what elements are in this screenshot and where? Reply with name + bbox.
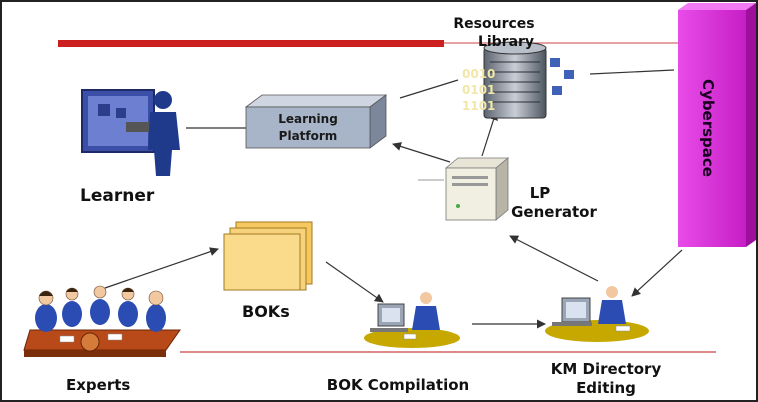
resources-library-server-icon: 0010 0101 1101 bbox=[462, 41, 574, 119]
boks-label: BOKs bbox=[242, 302, 290, 321]
learning-platform-label-line1: Learning bbox=[278, 112, 338, 126]
library-cyberspace-line bbox=[589, 69, 675, 75]
experts-label: Experts bbox=[66, 376, 130, 394]
resources-library-label-line1: Resources bbox=[453, 16, 534, 32]
learning-platform-box: Learning Platform bbox=[244, 94, 388, 149]
top-red-line bbox=[58, 40, 680, 47]
cyberspace-to-km-arrow bbox=[631, 249, 683, 297]
bok-compilation-label: BOK Compilation bbox=[327, 376, 469, 394]
bok-compilation-workstation-icon bbox=[364, 292, 460, 348]
km-directory-workstation-icon bbox=[545, 286, 649, 342]
generator-to-library-arrow bbox=[481, 111, 498, 157]
km-directory-label-line2: Editing bbox=[576, 379, 636, 397]
cyberspace-label: Cyberspace bbox=[699, 79, 717, 177]
boks-documents-icon bbox=[223, 221, 313, 291]
learning-platform-label-line2: Platform bbox=[279, 129, 338, 143]
binary-line-3: 1101 bbox=[462, 99, 495, 113]
learner-label: Learner bbox=[80, 186, 155, 206]
lp-generator-label-line2: Generator bbox=[511, 203, 597, 221]
connectors bbox=[104, 69, 683, 329]
learner-icon bbox=[81, 89, 180, 176]
generator-to-platform-arrow bbox=[392, 142, 451, 163]
km-to-generator-arrow bbox=[509, 235, 599, 282]
km-directory-label-line1: KM Directory bbox=[551, 360, 662, 378]
binary-line-2: 0101 bbox=[462, 83, 495, 97]
boks-to-compilation-arrow bbox=[325, 261, 384, 303]
platform-library-line bbox=[399, 79, 459, 99]
cyberspace-box: Cyberspace bbox=[678, 3, 756, 247]
resources-library-label-line2: Library bbox=[478, 34, 534, 50]
binary-line-1: 0010 bbox=[462, 67, 495, 81]
experts-to-boks-arrow bbox=[104, 247, 219, 289]
lp-generator-computer-icon bbox=[418, 157, 510, 221]
lp-generator-label-line1: LP bbox=[530, 184, 551, 202]
experts-group-icon bbox=[23, 285, 181, 357]
